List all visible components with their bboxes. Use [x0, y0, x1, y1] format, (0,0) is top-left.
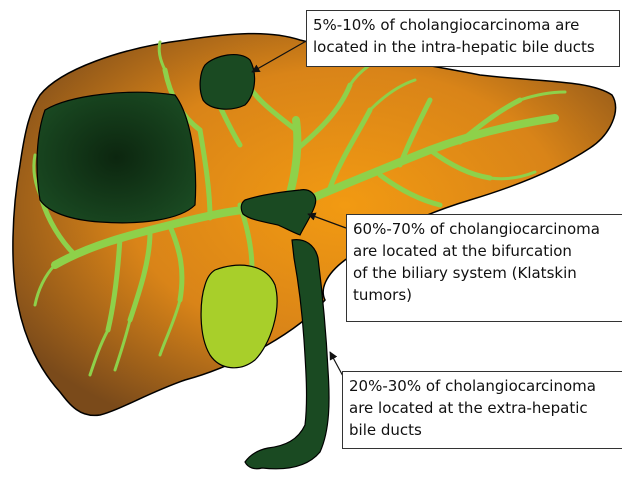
tumor-mass-left: [37, 92, 196, 223]
callout-intra-hepatic: 5%-10% of cholangiocarcinoma are located…: [306, 10, 620, 67]
callout-extra-hepatic-line-2: are located at the extra-hepatic: [349, 397, 617, 419]
callout-intra-hepatic-line-2: located in the intra-hepatic bile ducts: [313, 36, 613, 58]
gallbladder: [201, 265, 277, 368]
callout-extra-hepatic-line-3: bile ducts: [349, 419, 617, 441]
callout-extra-hepatic: 20%-30% of cholangiocarcinoma are locate…: [342, 371, 622, 449]
callout-bifurcation-line-4: tumors): [353, 284, 617, 306]
tumor-intra-hepatic: [200, 55, 254, 110]
callout-bifurcation-line-1: 60%-70% of cholangiocarcinoma: [353, 218, 617, 240]
callout-bifurcation-line-2: are located at the bifurcation: [353, 240, 617, 262]
callout-bifurcation: 60%-70% of cholangiocarcinoma are locate…: [346, 214, 622, 322]
callout-bifurcation-line-3: of the biliary system (Klatskin: [353, 262, 617, 284]
callout-intra-hepatic-line-1: 5%-10% of cholangiocarcinoma are: [313, 14, 613, 36]
callout-extra-hepatic-line-1: 20%-30% of cholangiocarcinoma: [349, 375, 617, 397]
